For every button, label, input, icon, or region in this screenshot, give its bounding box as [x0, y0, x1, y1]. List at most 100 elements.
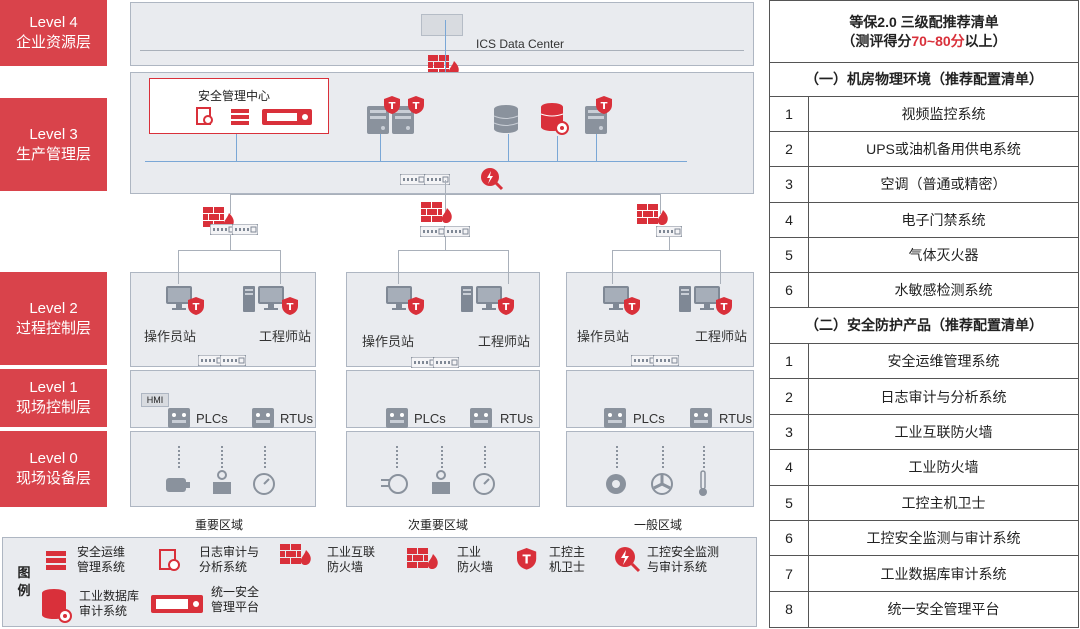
- region-1-drop: [178, 250, 179, 284]
- fan-icon: [651, 473, 673, 495]
- switch-icon: [232, 224, 258, 235]
- table-title: 等保2.0 三级配推荐清单 （测评得分70~80分以上）: [770, 1, 1078, 62]
- level-3-subtitle: 生产管理层: [15, 145, 91, 163]
- flow-meter-icon: [381, 474, 408, 494]
- row-number: 5: [770, 485, 809, 520]
- row-number: 7: [770, 556, 809, 591]
- switch-icon: [420, 226, 446, 237]
- legend-item-5: 工控主机卫士: [549, 545, 586, 574]
- host-guard-icon: [517, 548, 537, 570]
- operator-station-label: 操作员站: [577, 329, 630, 344]
- region-3-uplink: [660, 194, 661, 214]
- row-number: 8: [770, 591, 809, 628]
- section-2-header: （二）安全防护产品（推荐配置清单）: [770, 308, 1078, 344]
- thermometer-icon: [699, 470, 707, 496]
- row-text: 安全运维管理系统: [887, 353, 1000, 370]
- region-trunk-line: [230, 194, 660, 195]
- row-text: 视频监控系统: [901, 106, 986, 123]
- tower-icon: [243, 286, 255, 312]
- db-link: [508, 134, 509, 161]
- region-1-drop: [230, 235, 231, 250]
- rtu-icon: [690, 408, 712, 428]
- row-number: 4: [770, 202, 809, 237]
- level-1-title: Level 1: [29, 379, 78, 396]
- gauge-icon: [473, 473, 495, 495]
- database-icon: [493, 105, 519, 133]
- server-link: [380, 134, 381, 161]
- region-2-bus: [398, 250, 508, 251]
- level-3-label: Level 3 生产管理层: [0, 98, 107, 191]
- ops-management-icon: [231, 109, 249, 125]
- row-number: 6: [770, 273, 809, 308]
- field-link: [484, 446, 486, 468]
- unified-platform-icon: [262, 109, 312, 125]
- row-number: 1: [770, 97, 809, 132]
- legend-item-3: 工业互联防火墙: [327, 545, 376, 574]
- host-guard-icon: [282, 297, 298, 315]
- industrial-firewall-icon: [421, 202, 452, 223]
- region-2-uplink: [445, 180, 446, 214]
- switch-icon: [433, 357, 459, 368]
- row-number: 6: [770, 521, 809, 556]
- level-2-subtitle: 过程控制层: [15, 319, 91, 337]
- recommend-table: 等保2.0 三级配推荐清单 （测评得分70~80分以上） （一）机房物理环境（推…: [769, 0, 1079, 628]
- region-3-bus: [612, 250, 720, 251]
- region-1-label: 重要区域: [195, 518, 244, 532]
- industrial-firewall-icon: [637, 204, 668, 225]
- row-text: 统一安全管理平台: [887, 601, 1000, 618]
- host-guard-icon: [384, 96, 400, 114]
- field-link: [616, 446, 618, 468]
- disc-sensor-icon: [606, 474, 626, 494]
- level-2-label: Level 2 过程控制层: [0, 272, 107, 365]
- field-link: [396, 446, 398, 468]
- table-row: 1 安全运维管理系统: [770, 344, 1078, 380]
- level-1-subtitle: 现场控制层: [15, 399, 91, 416]
- region-3-process-zone: [566, 272, 754, 367]
- monitor-audit-icon: [481, 168, 504, 191]
- field-link: [221, 446, 223, 468]
- legend: 图例 安全运维管理系统 日志审计与分析系统 工业互联防火墙 工业防火墙 工控主机…: [2, 537, 757, 627]
- motor-icon: [166, 478, 190, 492]
- plc-icon: [604, 408, 626, 428]
- engineer-station-label: 工程师站: [259, 329, 312, 344]
- region-2-drop: [398, 250, 399, 284]
- host-guard-icon: [498, 297, 514, 315]
- internet-firewall-icon: [280, 544, 311, 565]
- database-audit-icon: [42, 589, 72, 623]
- region-2-label: 次重要区域: [408, 518, 469, 532]
- row-text: 工业互联防火墙: [894, 423, 993, 440]
- host-guard-icon: [408, 297, 424, 315]
- row-number: 2: [770, 132, 809, 167]
- plc-icon: [168, 408, 190, 428]
- region-2-process-zone: [346, 272, 540, 367]
- switch-icon: [424, 174, 450, 185]
- unified-platform-icon: [151, 595, 203, 613]
- row-text: 工业防火墙: [908, 459, 979, 476]
- region-1-uplink: [230, 194, 231, 214]
- level-0-title: Level 0: [29, 450, 78, 467]
- row-number: 3: [770, 414, 809, 450]
- region-1-field-device-zone: [130, 431, 316, 507]
- section-1-title: （一）机房物理环境（推荐配置清单）: [805, 71, 1043, 87]
- row-text: 工控主机卫士: [901, 494, 986, 511]
- row-text: 空调（普通或精密）: [880, 176, 1007, 193]
- region-3-drop: [669, 237, 670, 250]
- table-header: 等保2.0 三级配推荐清单 （测评得分70~80分以上）: [770, 1, 1078, 63]
- plcs-label: PLCs: [196, 411, 228, 426]
- row-text: 电子门禁系统: [901, 211, 986, 228]
- engineer-station-label: 工程师站: [695, 329, 748, 344]
- row-text: 工业数据库审计系统: [880, 565, 1007, 582]
- level-0-subtitle: 现场设备层: [15, 470, 91, 487]
- table-row: 3 工业互联防火墙: [770, 414, 1078, 451]
- ops-management-icon: [46, 551, 66, 570]
- monitor-audit-icon: [615, 547, 641, 573]
- database-audit-icon: [540, 103, 569, 135]
- tower-icon: [679, 286, 691, 312]
- row-number: 1: [770, 344, 809, 379]
- server-link: [596, 134, 597, 161]
